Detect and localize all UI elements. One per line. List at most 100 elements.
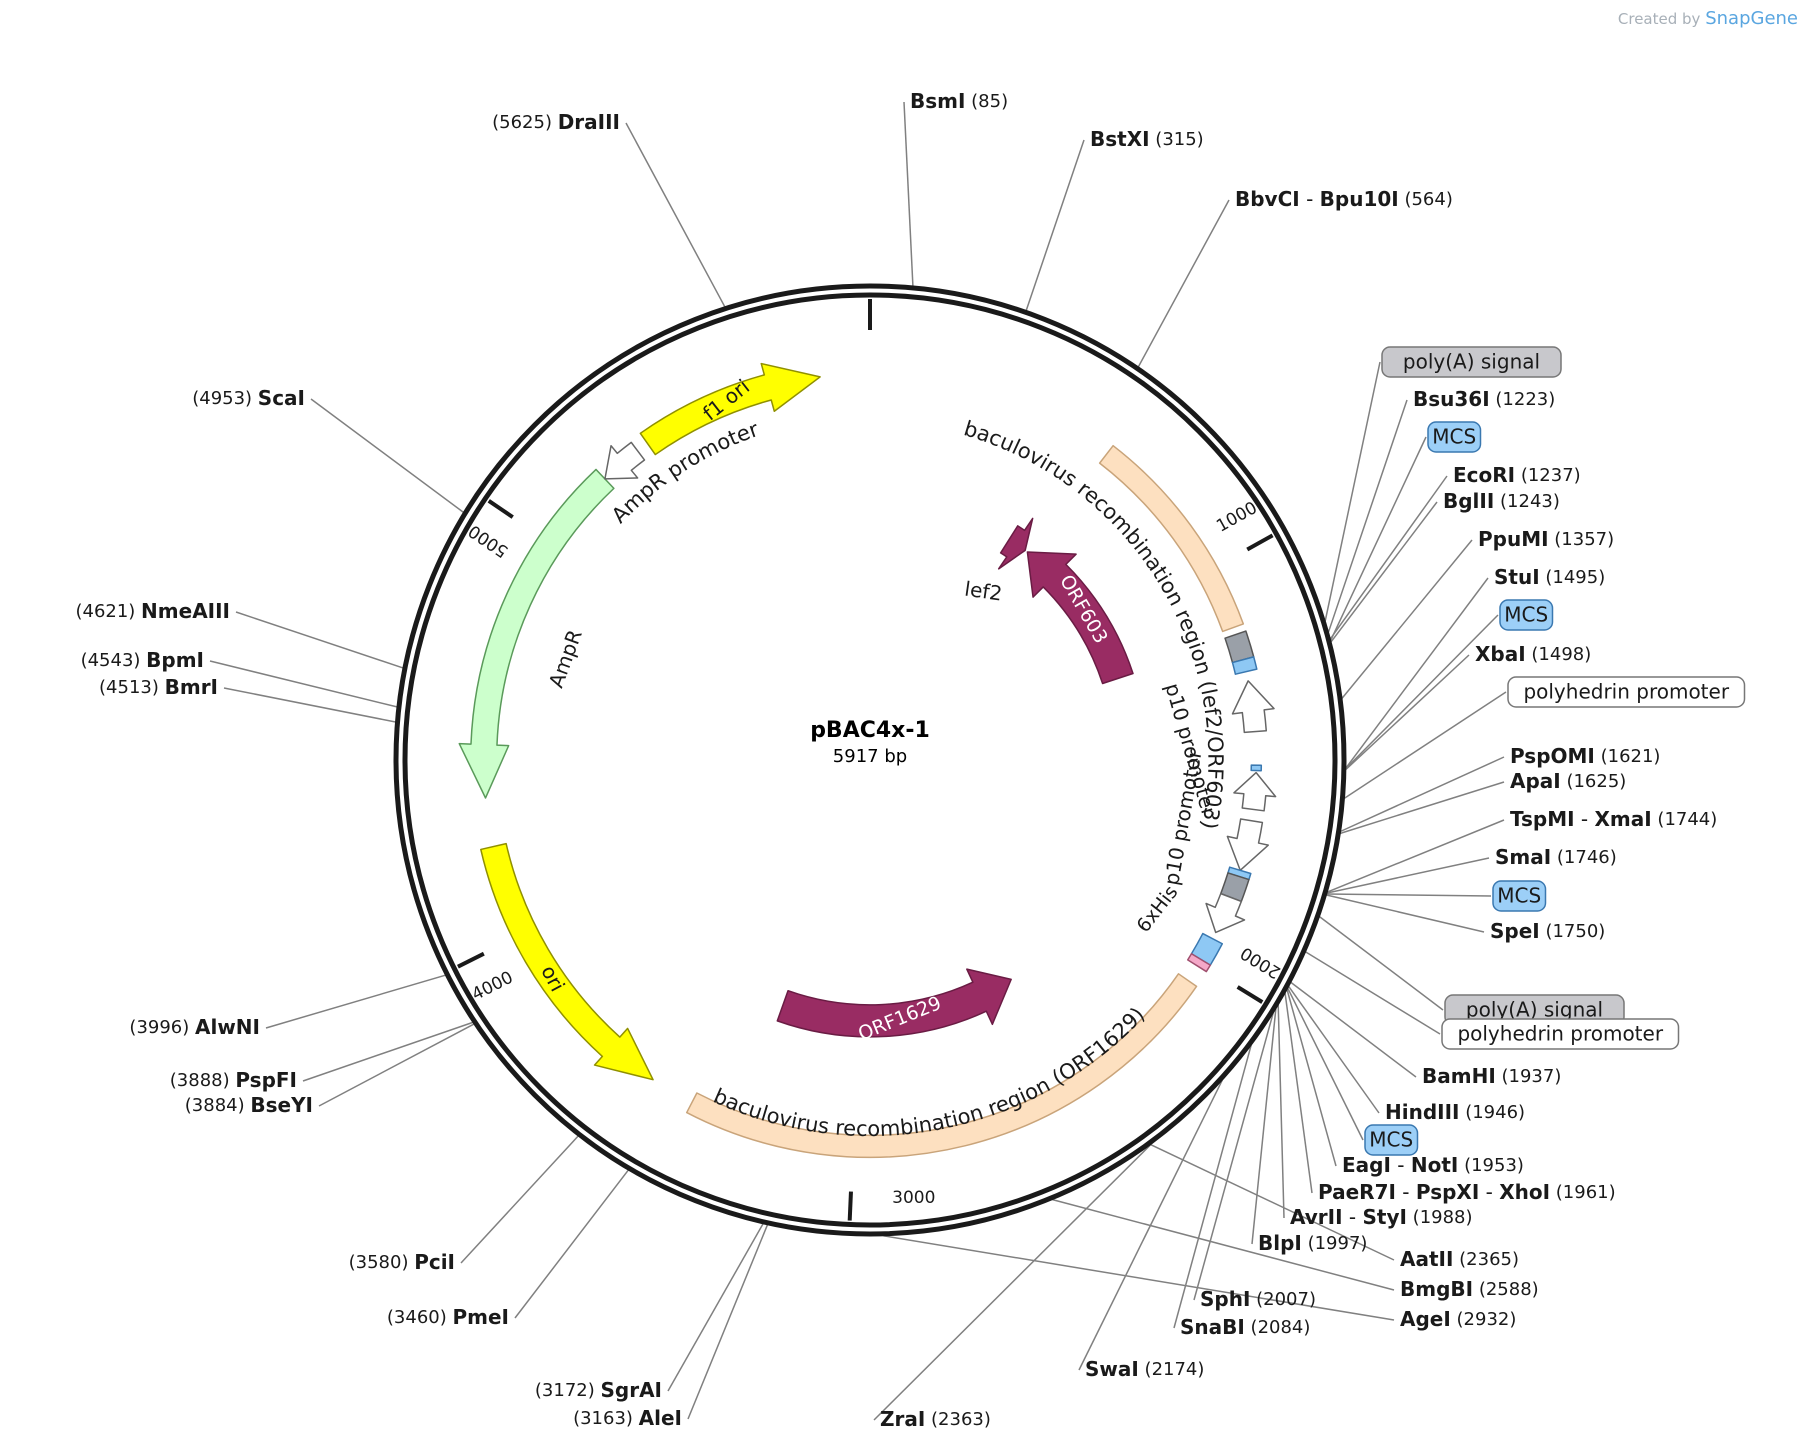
- site-stui[interactable]: StuI (1495): [1494, 565, 1605, 589]
- tick-3000: [847, 1191, 853, 1221]
- site-coord: (85): [965, 91, 1008, 112]
- feature-orf603[interactable]: [1026, 551, 1134, 685]
- feature-mcs-1[interactable]: [1231, 656, 1258, 675]
- site-text: BmgBI (2588): [1400, 1277, 1539, 1301]
- site-text: HindIII (1946): [1385, 1100, 1525, 1124]
- enzyme-name: BmrI: [165, 675, 218, 699]
- enzyme-separator: -: [1391, 1153, 1411, 1177]
- site-spei[interactable]: SpeI (1750): [1490, 919, 1605, 943]
- site-bpmi[interactable]: (4543) BpmI: [81, 648, 204, 672]
- site-mcs[interactable]: MCS: [1499, 599, 1554, 631]
- site-alei[interactable]: (3163) AleI: [573, 1406, 682, 1430]
- site-poly-a-signal[interactable]: poly(A) signal: [1444, 994, 1625, 1026]
- site-sphi[interactable]: SphI (2007): [1200, 1287, 1316, 1311]
- site-agei[interactable]: AgeI (2932): [1400, 1307, 1516, 1331]
- leader-line: [1340, 781, 1505, 835]
- backbone-outer-strand: [393, 283, 1347, 1237]
- enzyme-name: NotI: [1411, 1153, 1458, 1177]
- site-eagi-noti[interactable]: EagI - NotI (1953): [1342, 1153, 1524, 1177]
- leader-line: [1344, 691, 1507, 799]
- site-snabi[interactable]: SnaBI (2084): [1180, 1315, 1310, 1339]
- site-avrii-styi[interactable]: AvrII - StyI (1988): [1290, 1205, 1473, 1229]
- site-text: (3460) PmeI: [387, 1305, 509, 1329]
- site-bmgbi[interactable]: BmgBI (2588): [1400, 1277, 1539, 1301]
- feature-his[interactable]: [1186, 952, 1212, 973]
- feature-polh-2[interactable]: [1205, 892, 1246, 934]
- leader-line: [1290, 981, 1417, 1078]
- site-coord: (1237): [1515, 465, 1581, 486]
- tick-2000: [1236, 985, 1264, 1004]
- feature-ampr-prom[interactable]: [604, 441, 646, 480]
- enzyme-name: SnaBI: [1180, 1315, 1245, 1339]
- enzyme-name: HindIII: [1385, 1100, 1459, 1124]
- site-paer7i-pspxi-xhoi[interactable]: PaeR7I - PspXI - XhoI (1961): [1318, 1180, 1616, 1204]
- site-scai[interactable]: (4953) ScaI: [192, 386, 305, 410]
- site-pmei[interactable]: (3460) PmeI: [387, 1305, 509, 1329]
- site-coord: (1937): [1496, 1066, 1562, 1087]
- site-bseyi[interactable]: (3884) BseYI: [185, 1093, 313, 1117]
- site-hindiii[interactable]: HindIII (1946): [1385, 1100, 1525, 1124]
- site-coord: (2084): [1245, 1317, 1311, 1338]
- site-tspmi-xmai[interactable]: TspMI - XmaI (1744): [1510, 807, 1717, 831]
- leader-line: [1251, 1008, 1277, 1245]
- feature-lef2[interactable]: [997, 517, 1034, 570]
- site-apai[interactable]: ApaI (1625): [1510, 769, 1626, 793]
- feature-ori[interactable]: [480, 842, 654, 1081]
- site-polyhedrin-promoter[interactable]: polyhedrin promoter: [1441, 1018, 1680, 1050]
- feature-orf1629[interactable]: [776, 968, 1012, 1038]
- site-zrai[interactable]: ZraI (2363): [880, 1407, 991, 1431]
- site-sgrai[interactable]: (3172) SgrAI: [535, 1378, 662, 1402]
- feature-ampr[interactable]: [458, 468, 615, 799]
- tick-5000: [487, 499, 514, 519]
- site-swai[interactable]: SwaI (2174): [1085, 1357, 1204, 1381]
- site-polyhedrin-promoter[interactable]: polyhedrin promoter: [1507, 676, 1746, 708]
- enzyme-name: XmaI: [1595, 807, 1652, 831]
- site-smai[interactable]: SmaI (1746): [1495, 845, 1617, 869]
- site-pspfi[interactable]: (3888) PspFI: [170, 1068, 297, 1092]
- site-coord: (1946): [1459, 1102, 1525, 1123]
- feature-callout-text: poly(A) signal: [1403, 350, 1540, 374]
- site-pcii[interactable]: (3580) PciI: [349, 1250, 455, 1274]
- enzyme-name: BseYI: [250, 1093, 313, 1117]
- feature-p10-1[interactable]: [1231, 680, 1275, 734]
- site-draiii[interactable]: (5625) DraIII: [492, 110, 620, 134]
- enzyme-name: BpmI: [146, 648, 204, 672]
- site-mcs[interactable]: MCS: [1427, 421, 1482, 453]
- leader-line: [903, 101, 914, 286]
- site-bsu36i[interactable]: Bsu36I (1223): [1413, 387, 1555, 411]
- enzyme-name: BsmI: [910, 89, 965, 113]
- site-labels: BsmI (85) BstXI (315) BbvCI - Bpu10I (564)…: [75, 89, 1746, 1431]
- site-bglii[interactable]: BglII (1243): [1443, 489, 1560, 513]
- feature-mcs-2[interactable]: [1250, 764, 1263, 772]
- site-alwni[interactable]: (3996) AlwNI: [129, 1015, 260, 1039]
- site-aatii[interactable]: AatII (2365): [1400, 1247, 1519, 1271]
- site-bmri[interactable]: (4513) BmrI: [99, 675, 218, 699]
- site-ppumi[interactable]: PpuMI (1357): [1478, 527, 1614, 551]
- site-bbvci-bpu10i[interactable]: BbvCI - Bpu10I (564): [1235, 187, 1453, 211]
- site-bamhi[interactable]: BamHI (1937): [1422, 1064, 1561, 1088]
- enzyme-name: AatII: [1400, 1247, 1453, 1271]
- site-bstxi[interactable]: BstXI (315): [1090, 127, 1204, 151]
- feature-p10-2[interactable]: [1226, 818, 1269, 872]
- feature-bac-rec-2[interactable]: [685, 973, 1198, 1159]
- enzyme-name: PmeI: [452, 1305, 509, 1329]
- label-ampr: AmpR: [544, 626, 587, 690]
- leader-line: [1326, 894, 1485, 933]
- site-poly-a-signal[interactable]: poly(A) signal: [1381, 346, 1562, 378]
- site-xbai[interactable]: XbaI (1498): [1475, 642, 1591, 666]
- site-coord: (1746): [1551, 847, 1617, 868]
- site-pspomi[interactable]: PspOMI (1621): [1510, 744, 1660, 768]
- feature-f1ori[interactable]: [639, 362, 821, 456]
- site-bsmi[interactable]: BsmI (85): [910, 89, 1008, 113]
- site-mcs[interactable]: MCS: [1364, 1124, 1419, 1156]
- leader-line: [302, 1021, 474, 1082]
- site-blpi[interactable]: BlpI (1997): [1258, 1231, 1367, 1255]
- feature-bac-rec-1[interactable]: [1098, 444, 1245, 633]
- site-mcs[interactable]: MCS: [1492, 880, 1547, 912]
- leader-line: [1305, 951, 1441, 1035]
- site-nmeaiii[interactable]: (4621) NmeAIII: [75, 599, 230, 623]
- site-ecori[interactable]: EcoRI (1237): [1453, 463, 1581, 487]
- feature-polh-1[interactable]: [1233, 771, 1277, 812]
- site-coord: (4621): [75, 601, 141, 622]
